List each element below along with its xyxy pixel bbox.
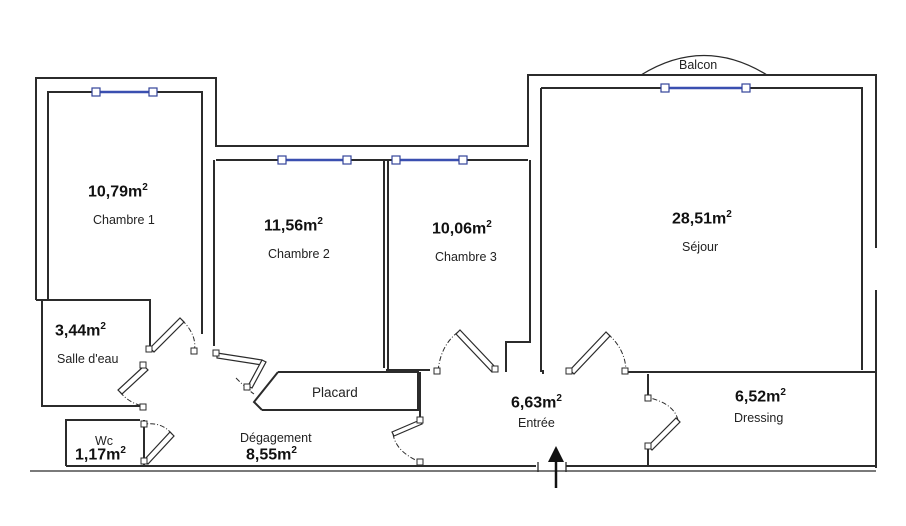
outer-walls [35,74,877,468]
degagement-area: 8,55m2 [246,445,297,464]
door-wc [140,420,175,465]
salle-eau-area-value: 3,44m [55,322,101,340]
door-entree-left [391,416,424,466]
salle-eau-label: Salle d'eau [57,352,119,366]
arrow-up-icon [548,446,564,488]
door-chambre1 [117,361,149,411]
wc-area-unit: 2 [120,445,126,456]
sejour-area-unit: 2 [726,209,732,220]
chambre2-area: 11,56m2 [264,216,323,235]
door-sejour [565,331,629,375]
door-dressing [644,394,681,451]
degagement-area-unit: 2 [291,445,297,456]
chambre1-label: Chambre 1 [93,213,155,227]
placard-label: Placard [312,385,358,400]
entree-area: 6,63m2 [511,393,562,412]
door-salle-eau [145,317,198,355]
dressing-area-value: 6,52m [735,388,781,406]
sejour-area: 28,51m2 [672,209,732,228]
chambre2-label: Chambre 2 [268,247,330,261]
wc-label: Wc [95,434,114,448]
salle-eau-area: 3,44m2 [55,321,106,340]
window-chambre3 [391,155,468,165]
entree-area-unit: 2 [556,393,562,404]
chambre1-area: 10,79m2 [88,182,148,201]
sejour-label: Séjour [682,240,719,254]
dressing-area-unit: 2 [780,387,786,398]
wc-area-value: 1,17m [75,446,121,464]
degagement-area-value: 8,55m [246,446,292,464]
chambre1-area-unit: 2 [142,182,148,193]
wc-area: 1,17m2 [75,445,126,464]
degagement-label: Dégagement [240,431,312,445]
balcony-label: Balcon [679,58,718,72]
windows [91,83,751,165]
door-chambre3 [433,329,499,375]
salle-eau-area-unit: 2 [100,321,106,332]
balcony-outline [640,54,768,76]
window-chambre1 [91,87,158,97]
entree-label: Entrée [518,416,555,430]
sejour-area-value: 28,51m [672,210,727,228]
dressing-label: Dressing [734,411,784,425]
chambre3-label: Chambre 3 [435,250,497,264]
interior-walls [36,160,876,472]
chambre2-area-unit: 2 [317,216,323,227]
chambre1-area-value: 10,79m [88,183,143,201]
chambre3-area: 10,06m2 [432,219,492,238]
window-sejour [660,83,751,93]
chambre3-area-value: 10,06m [432,220,487,238]
chambre2-area-value: 11,56m [264,217,318,235]
door-chambre2 [212,349,267,395]
entree-area-value: 6,63m [511,394,557,412]
doors [117,317,681,466]
chambre3-area-unit: 2 [486,219,492,230]
dressing-area: 6,52m2 [735,387,786,406]
window-chambre2 [277,155,352,165]
